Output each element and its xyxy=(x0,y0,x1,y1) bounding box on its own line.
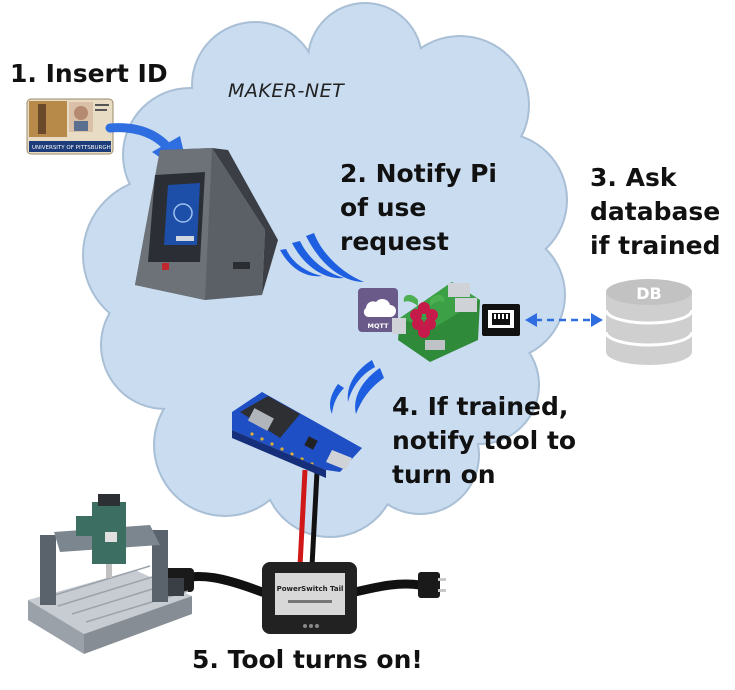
cloud-label: MAKER-NET xyxy=(228,80,345,102)
card-reader xyxy=(135,148,278,300)
database-icon: DB xyxy=(604,279,694,365)
mqtt-label: MQTT xyxy=(367,322,389,330)
raspberry-logo-icon xyxy=(403,294,445,338)
step-line: request xyxy=(340,227,449,256)
step-labels: 1. Insert ID 2. Notify Pi of use request 3… xyxy=(10,59,721,674)
power-switch-label: PowerSwitch Tail xyxy=(277,585,344,593)
cnc-router xyxy=(28,494,192,654)
step-line: 2. Notify Pi xyxy=(340,159,497,188)
step-line: 4. If trained, xyxy=(392,392,568,421)
ethernet-port-icon xyxy=(482,304,520,336)
step-5-label: 5. Tool turns on! xyxy=(192,645,423,674)
step-line: turn on xyxy=(392,460,496,489)
step-line: 5. Tool turns on! xyxy=(192,645,423,674)
step-line: if trained xyxy=(590,231,721,260)
esp8266-board xyxy=(232,392,362,478)
step-line: 3. Ask xyxy=(590,163,678,192)
step-4-label: 4. If trained, notify tool to turn on xyxy=(392,392,576,489)
db-connection-arrow xyxy=(525,313,603,327)
step-2-label: 2. Notify Pi of use request xyxy=(340,159,497,256)
database-label: DB xyxy=(636,284,661,303)
step-line: notify tool to xyxy=(392,426,576,455)
step-3-label: 3. Ask database if trained xyxy=(590,163,721,260)
id-card: UNIVERSITY OF PITTSBURGH xyxy=(26,98,114,155)
wireless-signal-icon xyxy=(280,233,364,282)
mqtt-icon: MQTT xyxy=(358,288,398,332)
id-card-org: UNIVERSITY OF PITTSBURGH xyxy=(32,145,111,151)
step-line: of use xyxy=(340,193,426,222)
step-line: database xyxy=(590,197,720,226)
step-1-label: 1. Insert ID xyxy=(10,59,168,88)
wireless-signal-icon-2 xyxy=(330,360,384,414)
tool-wires xyxy=(297,469,320,567)
power-switch-tail: PowerSwitch Tail xyxy=(262,562,357,634)
step-line: 1. Insert ID xyxy=(10,59,168,88)
